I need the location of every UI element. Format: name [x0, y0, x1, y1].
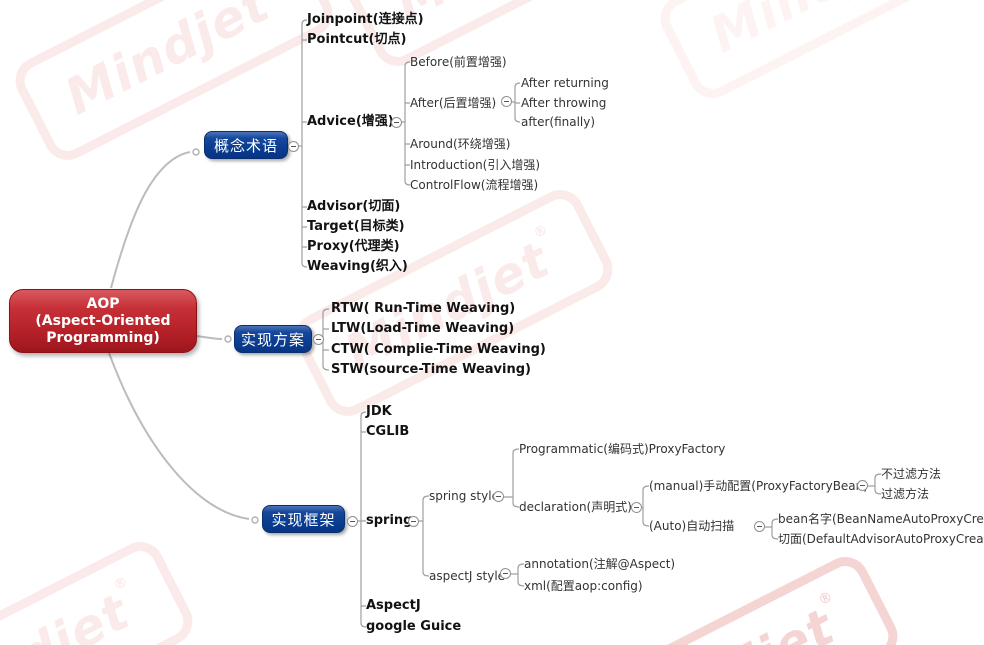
node-stw[interactable]: STW(source-Time Weaving) [331, 362, 531, 377]
bracket-aspectj-style-children [511, 563, 525, 587]
node-auto-scan[interactable]: (Auto)自动扫描 [649, 519, 735, 533]
node-after[interactable]: After(后置增强) [410, 96, 497, 110]
collapse-toggle-spring-style[interactable] [493, 491, 504, 502]
node-jdk[interactable]: JDK [366, 404, 392, 419]
node-before[interactable]: Before(前置增强) [410, 55, 507, 69]
collapse-toggle-declaration[interactable] [631, 502, 642, 513]
node-target[interactable]: Target(目标类) [307, 219, 405, 234]
bracket-auto-children [765, 518, 779, 540]
branch-concepts[interactable]: 概念术语 [204, 131, 288, 159]
node-no-filter-method[interactable]: 不过滤方法 [881, 467, 942, 481]
bracket-spring-children [419, 495, 430, 577]
node-after-returning[interactable]: After returning [521, 76, 609, 90]
node-spring[interactable]: spring [366, 513, 413, 528]
collapse-toggle-auto[interactable] [754, 521, 765, 532]
curve-root-to-schemes [195, 335, 223, 340]
bracket-after-children [512, 82, 521, 123]
node-advice[interactable]: Advice(增强) [307, 114, 394, 129]
node-aspectj[interactable]: AspectJ [366, 598, 421, 613]
node-annotation[interactable]: annotation(注解@Aspect) [524, 557, 676, 571]
node-joinpoint[interactable]: Joinpoint(连接点) [307, 12, 424, 27]
node-rtw[interactable]: RTW( Run-Time Weaving) [331, 301, 516, 316]
node-filter-method[interactable]: 过滤方法 [881, 487, 930, 501]
collapse-toggle-after[interactable] [501, 96, 512, 107]
node-introduction[interactable]: Introduction(引入增强) [410, 158, 541, 172]
node-cglib[interactable]: CGLIB [366, 424, 410, 439]
root-line-1: AOP [86, 295, 120, 312]
collapse-toggle-concepts[interactable] [288, 141, 299, 152]
bracket-concepts-children [299, 19, 308, 268]
root-topic-aop[interactable]: AOP (Aspect-Oriented Programming) [9, 289, 197, 353]
node-around[interactable]: Around(环绕增强) [410, 137, 511, 151]
branch-schemes[interactable]: 实现方案 [234, 325, 312, 353]
node-xml-config[interactable]: xml(配置aop:config) [524, 579, 643, 593]
branch-frameworks[interactable]: 实现框架 [262, 505, 345, 533]
bracket-manual-children [868, 473, 882, 495]
node-advisor[interactable]: Advisor(切面) [307, 199, 401, 214]
node-spring-style[interactable]: spring style [429, 489, 499, 503]
collapse-toggle-advice[interactable] [391, 117, 402, 128]
collapse-toggle-manual[interactable] [857, 480, 868, 491]
node-declaration[interactable]: declaration(声明式) [519, 500, 632, 514]
connection-dot-concepts [192, 148, 200, 156]
collapse-toggle-frameworks[interactable] [347, 516, 358, 527]
node-controlflow[interactable]: ControlFlow(流程增强) [410, 178, 539, 192]
bracket-frameworks-children [358, 411, 367, 628]
mindjet-watermark: Mindjet® [652, 0, 984, 107]
node-aspect-name[interactable]: 切面(DefaultAdvisorAutoProxyCreator) [778, 532, 984, 546]
node-bean-name[interactable]: bean名字(BeanNameAutoProxyCreator) [778, 512, 984, 526]
collapse-toggle-spring[interactable] [408, 516, 419, 527]
collapse-toggle-schemes[interactable] [313, 334, 324, 345]
node-pointcut[interactable]: Pointcut(切点) [307, 32, 407, 47]
collapse-toggle-aspectj-style[interactable] [500, 568, 511, 579]
node-manual-config[interactable]: (manual)手动配置(ProxyFactoryBean) [649, 479, 868, 493]
curve-root-to-frameworks [108, 352, 250, 520]
node-ctw[interactable]: CTW( Complie-Time Weaving) [331, 342, 546, 357]
node-google-guice[interactable]: google Guice [366, 619, 462, 634]
node-aspectj-style[interactable]: aspectJ style [429, 569, 506, 583]
root-line-2: (Aspect-Oriented [35, 312, 171, 329]
connection-dot-frameworks [251, 516, 259, 524]
node-proxy[interactable]: Proxy(代理类) [307, 239, 400, 254]
mindjet-watermark: Mindjet® [0, 533, 201, 645]
node-weaving[interactable]: Weaving(织入) [307, 259, 408, 274]
curve-root-to-concepts [110, 151, 191, 289]
node-programmatic[interactable]: Programmatic(编码式)ProxyFactory [519, 442, 726, 456]
node-after-finally[interactable]: after(finally) [521, 115, 596, 129]
root-line-3: Programming) [46, 329, 160, 346]
node-after-throwing[interactable]: After throwing [521, 96, 607, 110]
node-ltw[interactable]: LTW(Load-Time Weaving) [331, 321, 515, 336]
bracket-advice-children [402, 61, 411, 186]
connection-dot-schemes [224, 335, 232, 343]
bracket-spring-style-children [504, 448, 520, 508]
bracket-declaration-children [642, 485, 650, 527]
